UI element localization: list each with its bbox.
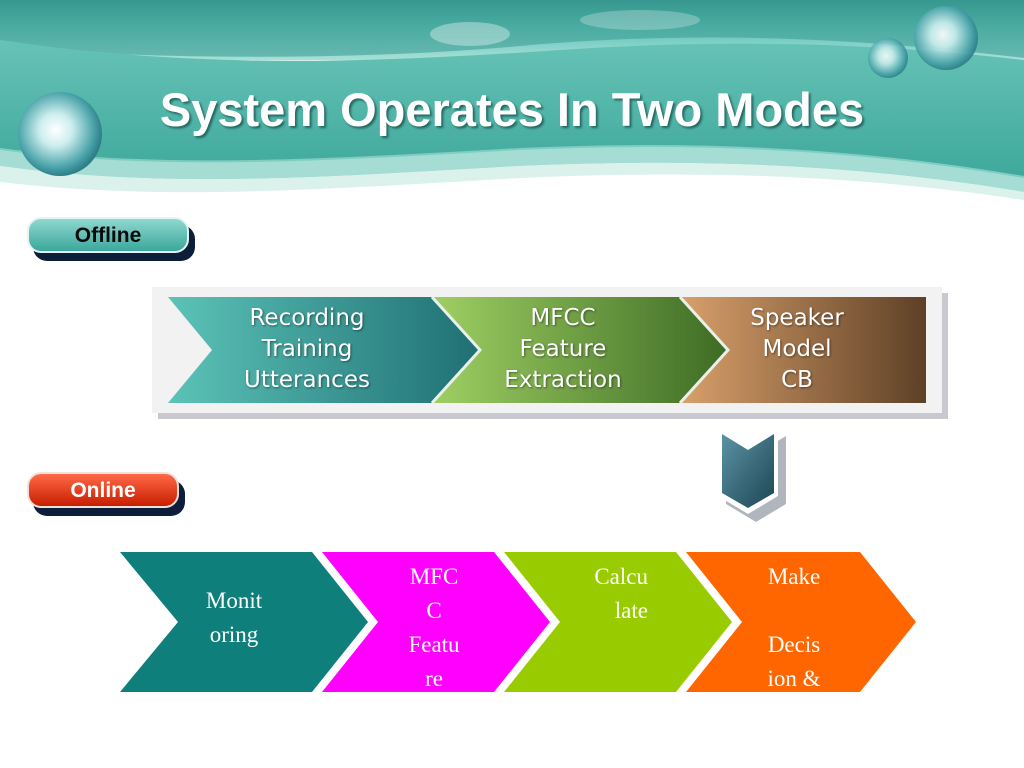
offline-step-label: Speaker Model CB	[712, 303, 882, 396]
offline-step-label: MFCC Feature Extraction	[478, 303, 648, 396]
bubble-decoration	[914, 6, 978, 70]
online-step-label: MFC C Featu re	[397, 560, 471, 693]
online-mode-label: Online	[27, 472, 179, 508]
down-arrow-icon	[712, 422, 792, 522]
offline-step-label: Recording Training Utterances	[222, 303, 392, 396]
bubble-decoration	[868, 38, 908, 78]
offline-mode-label: Offline	[27, 217, 189, 253]
online-step-text-area: Monit oring Mi...	[170, 552, 300, 693]
online-step-text-area: Make Decis ion &	[740, 552, 850, 693]
online-step-text-area: MFC C Featu re	[380, 552, 490, 693]
online-step-label: Make Decis ion &	[752, 560, 836, 693]
online-step-label: Monit oring Mi...	[192, 584, 276, 693]
slide-title: System Operates In Two Modes	[0, 82, 1024, 137]
online-step-label: Calcu late	[572, 560, 648, 628]
online-step-text-area: Calcu late	[560, 552, 670, 693]
